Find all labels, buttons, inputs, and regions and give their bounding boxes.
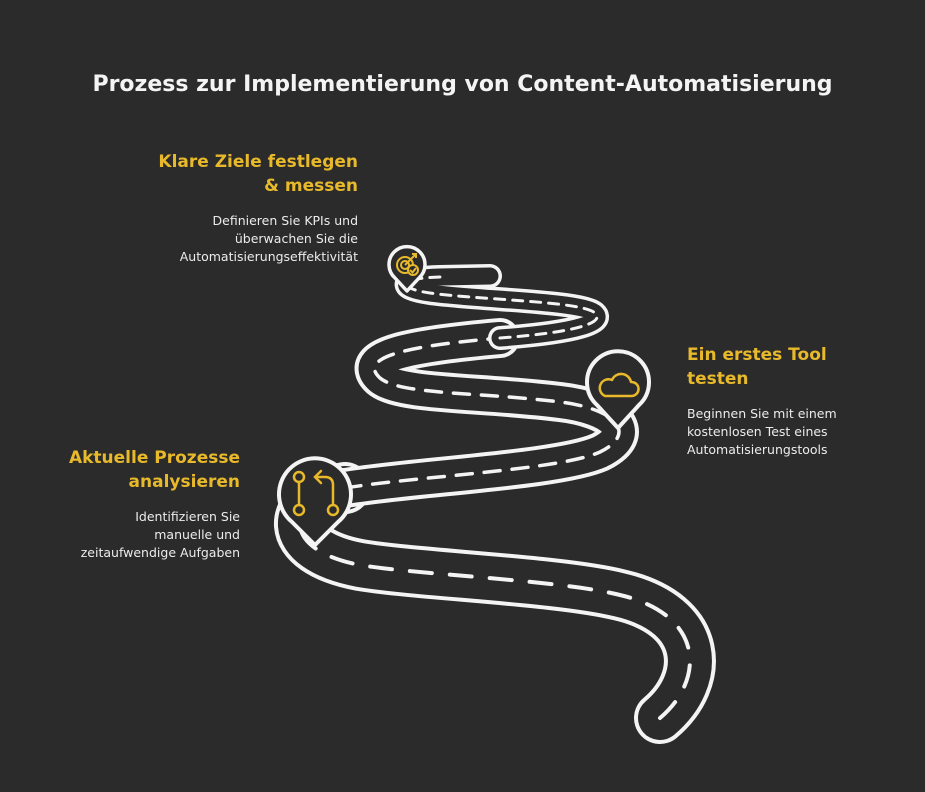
- map-pin-goals: [387, 244, 427, 293]
- step-heading: Ein erstes Tool testen: [687, 345, 827, 389]
- git-pull-request-icon: [292, 469, 340, 517]
- map-pin-tool: [585, 349, 651, 430]
- road-center-line: [343, 336, 621, 490]
- step-description: Beginnen Sie mit einem kostenlosen Test …: [687, 406, 837, 457]
- step-heading: Klare Ziele festlegen & messen: [158, 152, 358, 196]
- step-analyse: Aktuelle Prozesse analysieren Identifizi…: [69, 446, 240, 562]
- step-goals: Klare Ziele festlegen & messen Definiere…: [158, 150, 358, 266]
- step-tool: Ein erstes Tool testen Beginnen Sie mit …: [687, 343, 837, 459]
- step-description: Definieren Sie KPIs und überwachen Sie d…: [179, 213, 358, 264]
- target-check-icon: [396, 253, 419, 276]
- map-pin-analyse: [277, 456, 353, 547]
- step-heading: Aktuelle Prozesse analysieren: [68, 448, 240, 492]
- cloud-icon: [598, 372, 640, 398]
- step-description: Identifizieren Sie manuelle und zeitaufw…: [80, 509, 240, 560]
- diagram-title: Prozess zur Implementierung von Content-…: [92, 72, 833, 97]
- road-center-line: [298, 486, 692, 720]
